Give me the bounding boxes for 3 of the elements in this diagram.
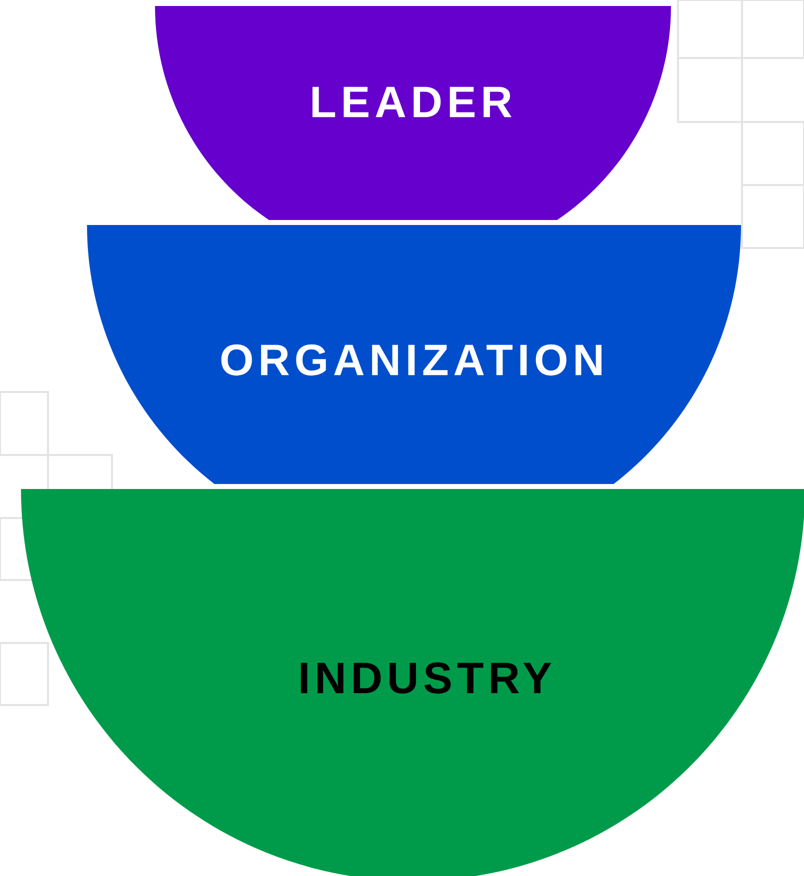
- bowl-segment: INDUSTRY: [21, 489, 804, 876]
- bowl-segment: ORGANIZATION: [87, 225, 742, 484]
- bowl-segment: LEADER: [155, 6, 671, 220]
